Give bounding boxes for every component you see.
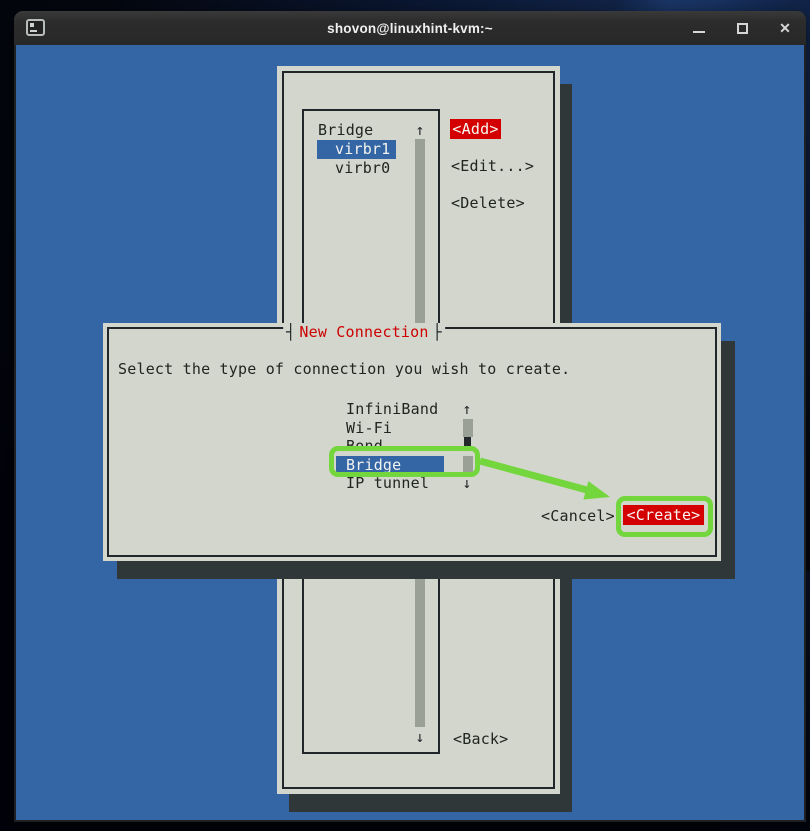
title-left-tick: ┤ bbox=[286, 323, 296, 341]
popup-scroll-down-indicator: ↓ bbox=[462, 474, 472, 492]
close-button[interactable]: ✕ bbox=[774, 16, 796, 40]
edit-button[interactable]: <Edit...> bbox=[451, 157, 535, 175]
terminal-screen: Bridge ↑ virbr1 virbr0 ↓ <Add> <Edit...>… bbox=[16, 45, 804, 820]
create-button[interactable]: <Create> bbox=[623, 505, 704, 525]
cancel-button[interactable]: <Cancel> bbox=[541, 507, 615, 525]
type-item-bridge[interactable]: Bridge bbox=[336, 456, 444, 475]
popup-title: ┤ New Connection ├ bbox=[283, 323, 445, 341]
type-item-ip-tunnel[interactable]: IP tunnel bbox=[346, 474, 430, 492]
popup-scrollbar-track-upper[interactable] bbox=[463, 419, 473, 437]
terminal-icon bbox=[26, 19, 45, 36]
window-titlebar[interactable]: shovon@linuxhint-kvm:~ ✕ bbox=[14, 11, 806, 45]
type-item-bond[interactable]: Bond bbox=[346, 437, 383, 455]
list-item-virbr0[interactable]: virbr0 bbox=[335, 159, 391, 177]
terminal-window: shovon@linuxhint-kvm:~ ✕ Bridge ↑ virbr1… bbox=[14, 11, 806, 822]
connection-group-label: Bridge bbox=[318, 121, 374, 139]
popup-message: Select the type of connection you wish t… bbox=[118, 360, 571, 378]
title-right-tick: ├ bbox=[432, 323, 442, 341]
popup-scrollbar-thumb[interactable] bbox=[464, 437, 471, 450]
close-icon: ✕ bbox=[779, 19, 791, 36]
minimize-button[interactable] bbox=[688, 16, 710, 40]
list-item-virbr1[interactable]: virbr1 bbox=[317, 140, 396, 159]
type-item-infiniband[interactable]: InfiniBand bbox=[346, 400, 439, 418]
back-button[interactable]: <Back> bbox=[453, 730, 509, 748]
type-item-wifi[interactable]: Wi-Fi bbox=[346, 419, 393, 437]
scroll-down-indicator: ↓ bbox=[415, 728, 425, 746]
popup-scroll-up-indicator: ↑ bbox=[462, 400, 472, 418]
minimize-icon bbox=[693, 30, 705, 33]
scroll-up-indicator: ↑ bbox=[415, 121, 425, 139]
window-title: shovon@linuxhint-kvm:~ bbox=[327, 20, 493, 36]
delete-button[interactable]: <Delete> bbox=[451, 194, 525, 212]
add-button[interactable]: <Add> bbox=[450, 119, 501, 139]
maximize-icon bbox=[736, 22, 748, 34]
new-connection-dialog: ┤ New Connection ├ Select the type of co… bbox=[103, 323, 721, 561]
maximize-button[interactable] bbox=[731, 16, 753, 40]
popup-scrollbar-track-lower[interactable] bbox=[463, 456, 473, 475]
popup-title-text: New Connection bbox=[299, 323, 429, 341]
